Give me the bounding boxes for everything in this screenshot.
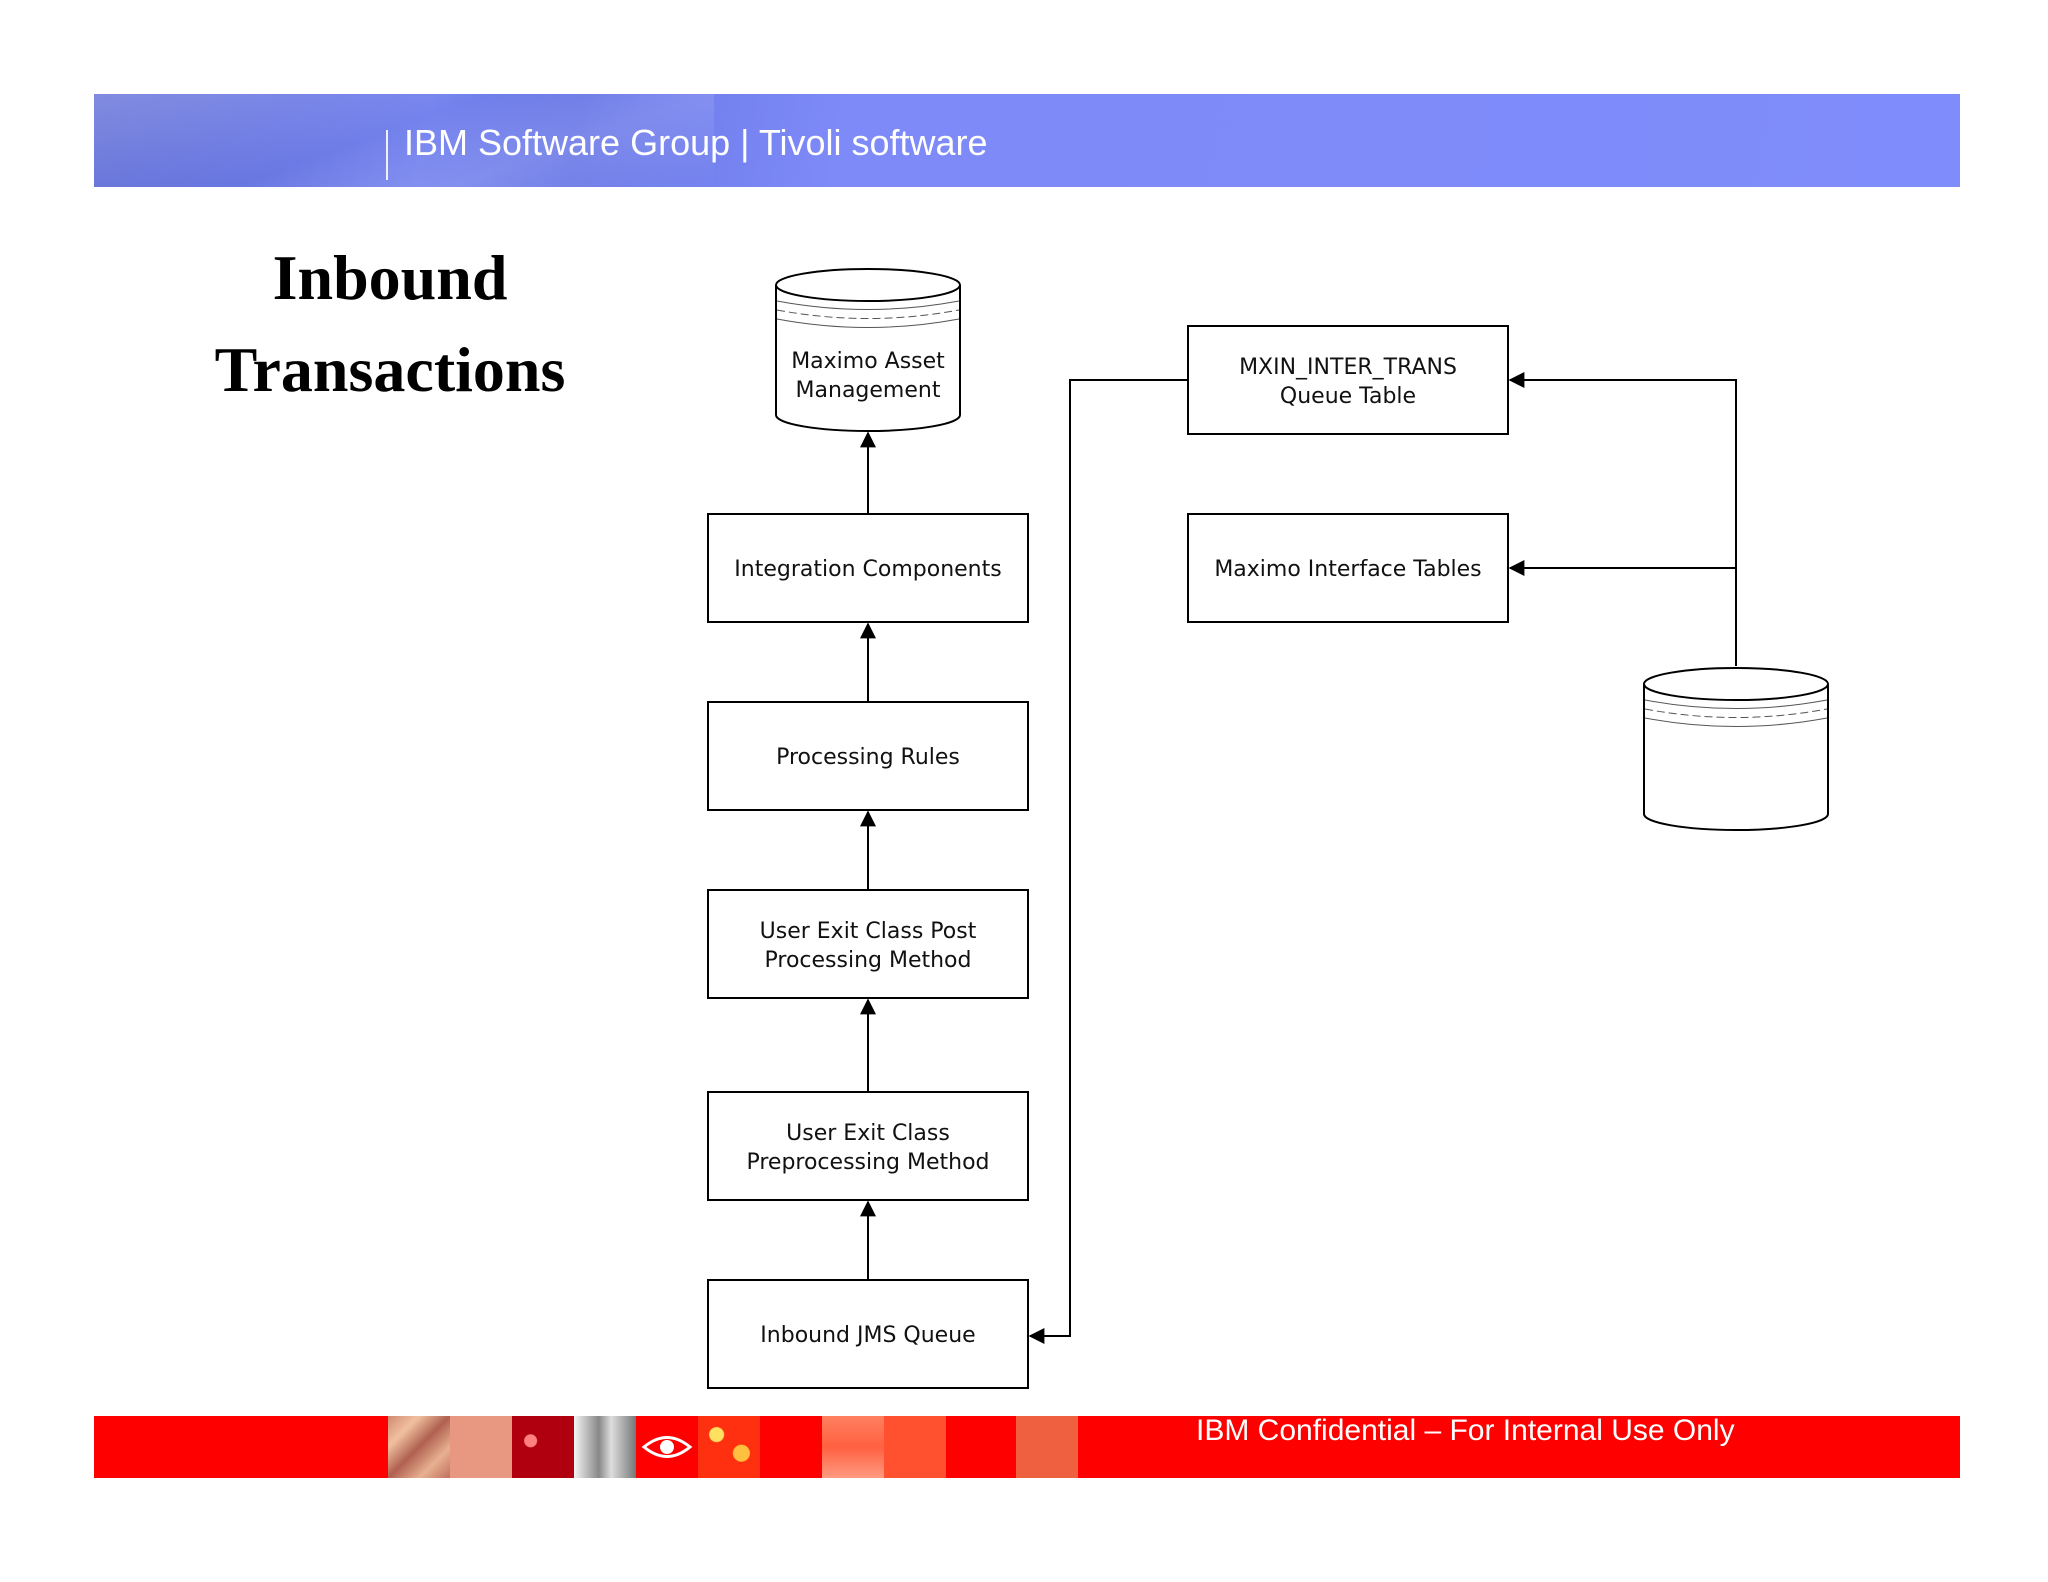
arrow-db-to-queue-table: [1508, 372, 1737, 666]
user-exit-pre-label-line1: User Exit Class: [786, 1121, 950, 1146]
footer-tile-2: [450, 1416, 512, 1478]
footer-confidential-text: IBM Confidential – For Internal Use Only: [1196, 1414, 1735, 1447]
user-exit-preprocessing-box: User Exit Class Preprocessing Method: [707, 1091, 1029, 1201]
header-title: IBM Software Group | Tivoli software: [404, 122, 988, 163]
eye-icon: [641, 1436, 693, 1458]
footer-tile-3: [512, 1416, 574, 1478]
maximo-asset-management-db: Maximo Asset Management: [775, 268, 961, 432]
footer-tile-4: [574, 1416, 636, 1478]
maximo-db-label-line2: Management: [796, 378, 941, 403]
slide-title-line1: Inbound: [272, 242, 508, 313]
header-divider: [386, 130, 388, 180]
external-db-cylinder: [1643, 667, 1829, 831]
mxin-queue-label-line1: MXIN_INTER_TRANS: [1239, 355, 1457, 380]
footer-tile-9: [1016, 1416, 1078, 1478]
user-exit-post-label-line1: User Exit Class Post: [760, 919, 977, 944]
processing-rules-label: Processing Rules: [776, 745, 960, 770]
user-exit-post-label-line2: Processing Method: [765, 948, 972, 973]
maximo-db-label-line1: Maximo Asset: [791, 349, 945, 374]
arrow-queue-table-to-jms: [1028, 379, 1188, 1344]
inbound-jms-queue-box: Inbound JMS Queue: [707, 1279, 1029, 1389]
slide-title: Inbound Transactions: [160, 232, 620, 416]
header-band: [94, 94, 1960, 187]
integration-components-box: Integration Components: [707, 513, 1029, 623]
header-swoosh-decoration: [94, 94, 714, 187]
footer-tile-8: [884, 1416, 946, 1478]
mxin-queue-table-box: MXIN_INTER_TRANS Queue Table: [1187, 325, 1509, 435]
slide-title-line2: Transactions: [214, 334, 566, 405]
mxin-queue-label-line2: Queue Table: [1280, 384, 1416, 409]
maximo-interface-tables-box: Maximo Interface Tables: [1187, 513, 1509, 623]
integration-components-label: Integration Components: [734, 557, 1001, 582]
user-exit-post-processing-box: User Exit Class Post Processing Method: [707, 889, 1029, 999]
footer-tile-1: [388, 1416, 450, 1478]
user-exit-pre-label-line2: Preprocessing Method: [746, 1150, 989, 1175]
footer-tile-5: [636, 1416, 698, 1478]
processing-rules-box: Processing Rules: [707, 701, 1029, 811]
inbound-jms-queue-label: Inbound JMS Queue: [760, 1323, 975, 1348]
footer-tile-6: [698, 1416, 760, 1478]
maximo-interface-tables-label: Maximo Interface Tables: [1214, 557, 1481, 582]
footer-tile-7: [822, 1416, 884, 1478]
